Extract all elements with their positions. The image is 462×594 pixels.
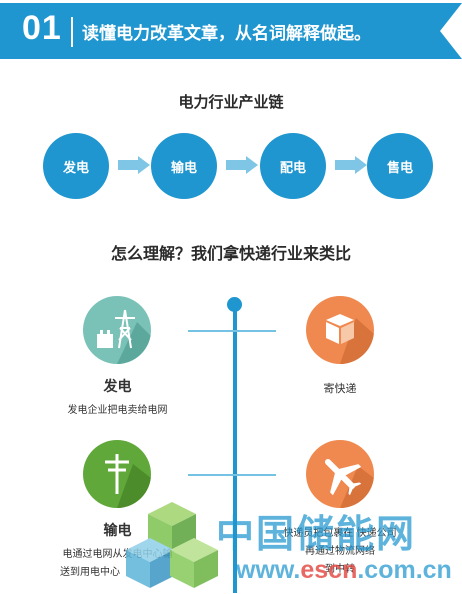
package-icon <box>306 296 374 364</box>
watermark-logo-icon <box>126 498 218 590</box>
connector-line <box>188 330 276 332</box>
power-tower-icon <box>83 296 151 364</box>
watermark-url: www.escn.com.cn <box>236 556 452 585</box>
chain-node-distribution: 配电 <box>260 133 326 199</box>
watermark-url-accent: escn <box>300 556 358 584</box>
timeline-dot <box>227 297 242 312</box>
chain-node-transmission: 输电 <box>151 133 217 199</box>
connector-line <box>188 474 276 476</box>
watermark-url-prefix: www. <box>236 556 301 584</box>
right-item-2-text-line1: 快递员把包裹在 快递公司 <box>283 528 397 539</box>
section-title: 读懂电力改革文章，从名词解释做起。 <box>82 24 371 44</box>
right-item-1-title: 寄快递 <box>323 382 357 395</box>
left-item-2-title: 输电 <box>103 523 132 539</box>
watermark-site-name: 中国储能网 <box>216 512 417 556</box>
header-banner: 01 读懂电力改革文章，从名词解释做起。 <box>0 3 462 59</box>
left-item-1-title: 发电 <box>103 379 132 395</box>
chain-node-retail: 售电 <box>367 133 433 199</box>
right-item-2-text-line2: 再通过物流网络 <box>305 546 375 557</box>
left-item-1-desc: 发电企业把电卖给电网 <box>67 405 168 416</box>
chain-title: 电力行业产业链 <box>178 93 284 111</box>
banner-notch <box>440 3 462 59</box>
banner-divider <box>71 17 73 47</box>
left-item-2-desc-line1: 电通过电网从发电中心输 <box>62 549 173 560</box>
left-item-2-desc-line2: 送到用电中心 <box>60 567 120 578</box>
right-item-2-text-line3: 到中转 <box>325 564 355 575</box>
timeline-line <box>233 300 237 593</box>
chain-node-generation: 发电 <box>43 133 109 199</box>
airplane-icon <box>306 440 374 508</box>
section-number: 01 <box>22 9 62 47</box>
watermark-url-suffix: .com.cn <box>357 556 452 584</box>
power-pole-icon <box>83 440 151 508</box>
analogy-question: 怎么理解？我们拿快递行业来类比 <box>110 244 351 263</box>
